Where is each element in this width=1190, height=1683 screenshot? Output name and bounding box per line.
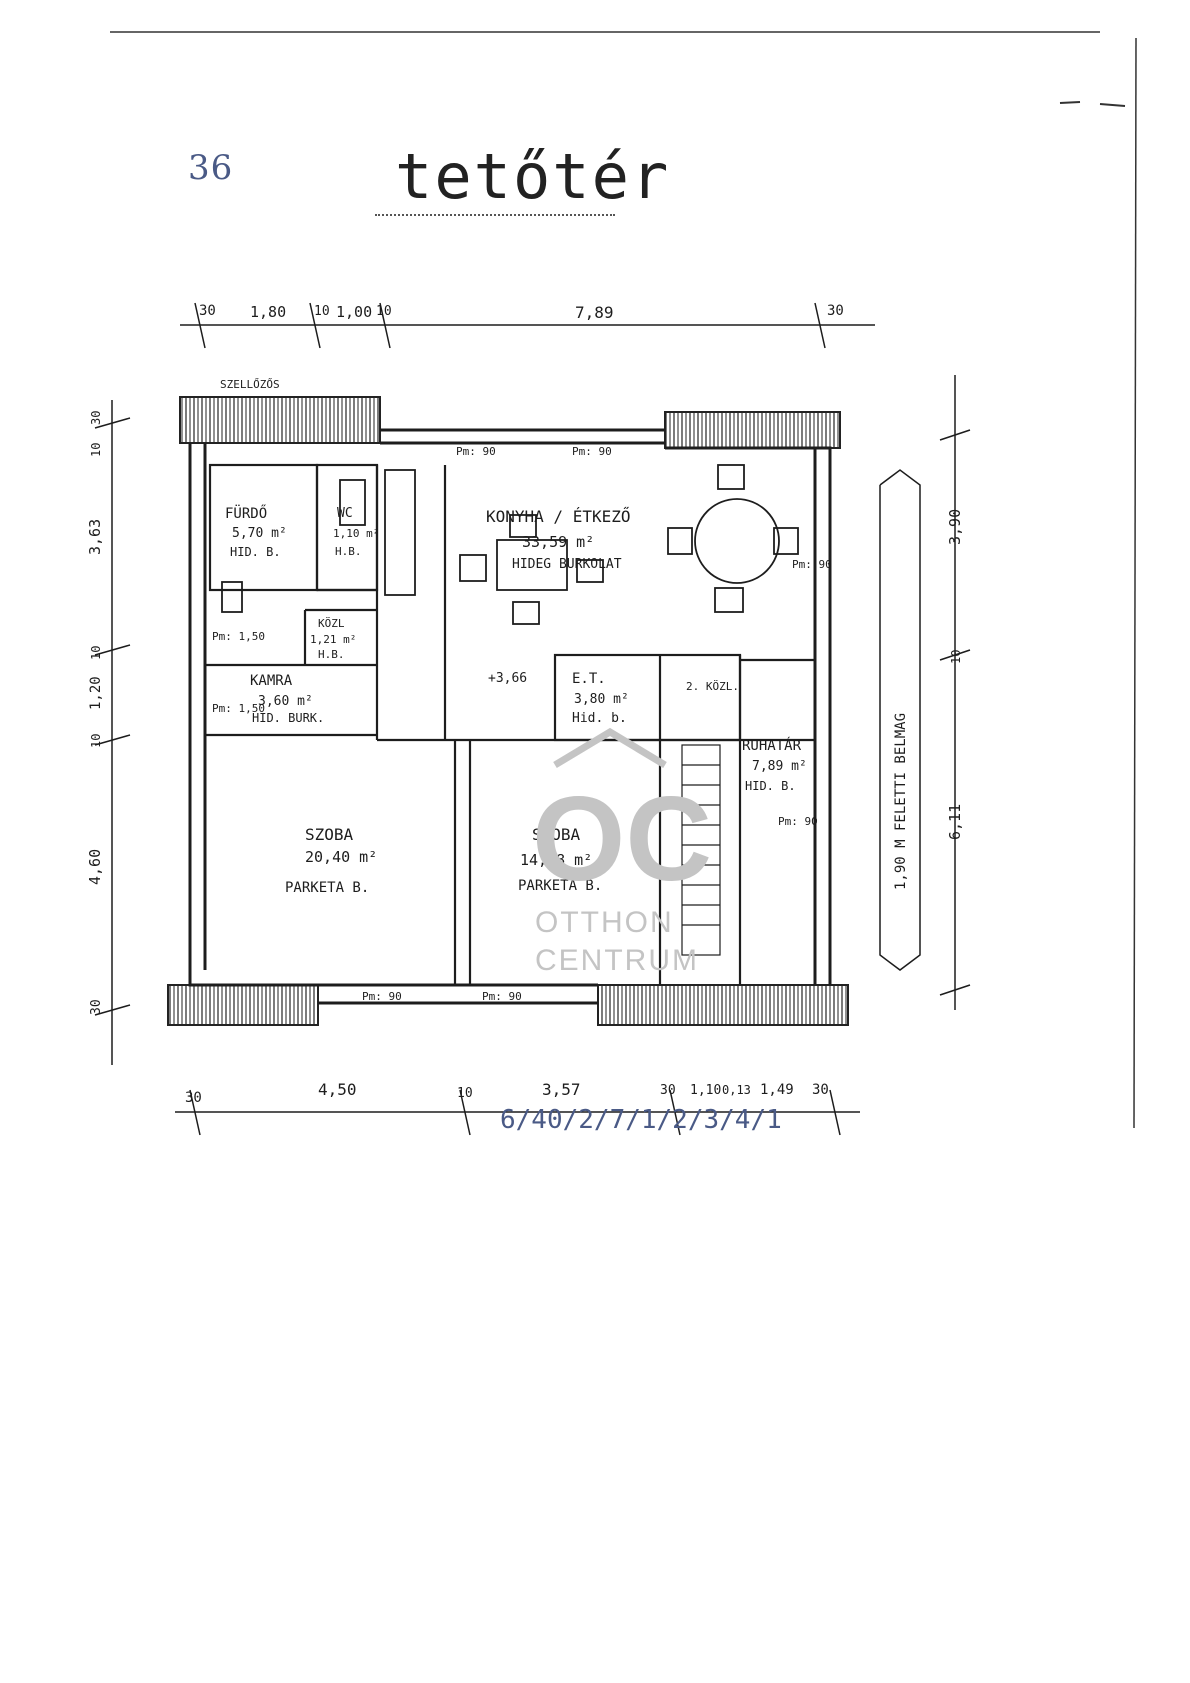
- stair: [681, 744, 721, 956]
- room-area: 33,59 m²: [522, 533, 594, 551]
- parapet-label: Pm: 90: [792, 558, 832, 571]
- svg-text:10: 10: [89, 646, 103, 660]
- plan-title: tetőtér: [395, 140, 671, 213]
- svg-text:1,10: 1,10: [690, 1083, 721, 1098]
- room-area: 1,10 m²: [333, 527, 379, 540]
- svg-text:30: 30: [812, 1082, 829, 1098]
- room-finish: PARKETA B.: [285, 880, 369, 896]
- parapet-label: Pm: 90: [778, 815, 818, 828]
- watermark-line1: OTTHON: [535, 906, 674, 939]
- room-name: RUHATÁR: [742, 737, 802, 754]
- svg-text:30: 30: [89, 411, 103, 425]
- parapet-label: Pm: 90: [482, 990, 522, 1003]
- annotations: SZELLŐZŐS +3,66 2. KÖZL. 1,90 M FELETTI …: [212, 377, 909, 1135]
- parapet-label: Pm: 1,50: [212, 630, 265, 643]
- svg-text:7,89: 7,89: [575, 303, 614, 322]
- room-finish: H.B.: [318, 648, 345, 661]
- room-area: 5,70 m²: [232, 526, 287, 541]
- svg-text:3,90: 3,90: [946, 509, 964, 545]
- room-name: KAMRA: [250, 673, 293, 689]
- room-area: 3,60 m²: [258, 694, 313, 709]
- svg-text:1,20: 1,20: [88, 676, 104, 710]
- parapet-label: Pm: 1,50: [212, 702, 265, 715]
- svg-text:10: 10: [89, 734, 103, 748]
- room-finish: PARKETA B.: [518, 878, 602, 894]
- svg-text:30: 30: [827, 303, 844, 319]
- watermark: OC OTTHON CENTRUM: [532, 727, 712, 977]
- scan-marks: [1059, 101, 1126, 107]
- room-finish: Hid. b.: [572, 711, 627, 726]
- room-name: E.T.: [572, 671, 606, 687]
- room-name: KONYHA / ÉTKEZŐ: [486, 506, 631, 526]
- room-finish: HID. B.: [745, 779, 796, 793]
- parapet-label: Pm: 90: [362, 990, 402, 1003]
- watermark-roof-icon: [553, 727, 667, 769]
- svg-text:3,57: 3,57: [542, 1080, 581, 1099]
- room-finish: HID. BURK.: [252, 711, 324, 725]
- room-name: KÖZL: [318, 617, 345, 630]
- svg-text:10: 10: [949, 650, 963, 664]
- svg-text:1,00: 1,00: [336, 303, 372, 321]
- svg-text:30: 30: [660, 1083, 676, 1098]
- room-labels: FÜRDŐ 5,70 m² HID. B. WC 1,10 m² H.B. KÖ…: [225, 504, 807, 896]
- ventilation-label: SZELLŐZŐS: [220, 377, 280, 391]
- parapet-label: Pm: 90: [572, 445, 612, 458]
- svg-text:6,11: 6,11: [946, 804, 964, 840]
- stair-level: +3,66: [488, 671, 527, 686]
- exterior-walls: [188, 428, 832, 1005]
- room-area: 14,28 m²: [520, 851, 592, 869]
- roof-band-top: [167, 396, 849, 1026]
- svg-text:30: 30: [199, 303, 216, 319]
- svg-text:10: 10: [89, 443, 103, 457]
- watermark-logo: OC: [532, 772, 712, 906]
- svg-text:30: 30: [89, 999, 104, 1015]
- room-name: WC: [337, 506, 353, 521]
- svg-text:10: 10: [314, 304, 330, 319]
- svg-text:4,50: 4,50: [318, 1080, 357, 1099]
- title-underline: [375, 214, 615, 216]
- dimension-lines: [94, 302, 971, 1136]
- room-finish: H.B.: [335, 545, 362, 558]
- svg-text:10: 10: [457, 1086, 473, 1101]
- room-area: 1,21 m²: [310, 633, 356, 646]
- page-number: 36: [188, 148, 234, 188]
- watermark-line2: CENTRUM: [535, 944, 699, 977]
- room-finish: HID. B.: [230, 545, 281, 559]
- room-name: SZOBA: [532, 825, 581, 844]
- room-area: 3,80 m²: [574, 692, 629, 707]
- svg-text:10: 10: [376, 304, 392, 319]
- room-name: FÜRDŐ: [225, 504, 267, 522]
- dimension-labels: 30 1,80 10 1,00 10 7,89 30 30 4,50 10 3,…: [86, 303, 964, 1106]
- document-number: 6/40/2/7/1/2/3/4/1: [500, 1105, 782, 1135]
- room-area: 7,89 m²: [752, 759, 807, 774]
- svg-text:3,63: 3,63: [86, 519, 104, 555]
- room-area: 20,40 m²: [305, 848, 377, 866]
- interior-height-label: 1,90 M FELETTI BELMAG: [893, 713, 909, 890]
- room-finish: HIDEG BURKOLAT: [512, 557, 622, 572]
- corridor-label: 2. KÖZL.: [686, 680, 739, 693]
- svg-text:30: 30: [185, 1090, 202, 1106]
- parapet-label: Pm: 90: [456, 445, 496, 458]
- svg-text:1,80: 1,80: [250, 303, 286, 321]
- svg-text:0,13: 0,13: [722, 1083, 751, 1097]
- scan-frame: [110, 31, 1137, 1129]
- furniture: [221, 464, 799, 625]
- svg-text:4,60: 4,60: [86, 849, 104, 885]
- room-name: SZOBA: [305, 825, 354, 844]
- interior-walls: [205, 463, 815, 985]
- svg-text:1,49: 1,49: [760, 1082, 794, 1098]
